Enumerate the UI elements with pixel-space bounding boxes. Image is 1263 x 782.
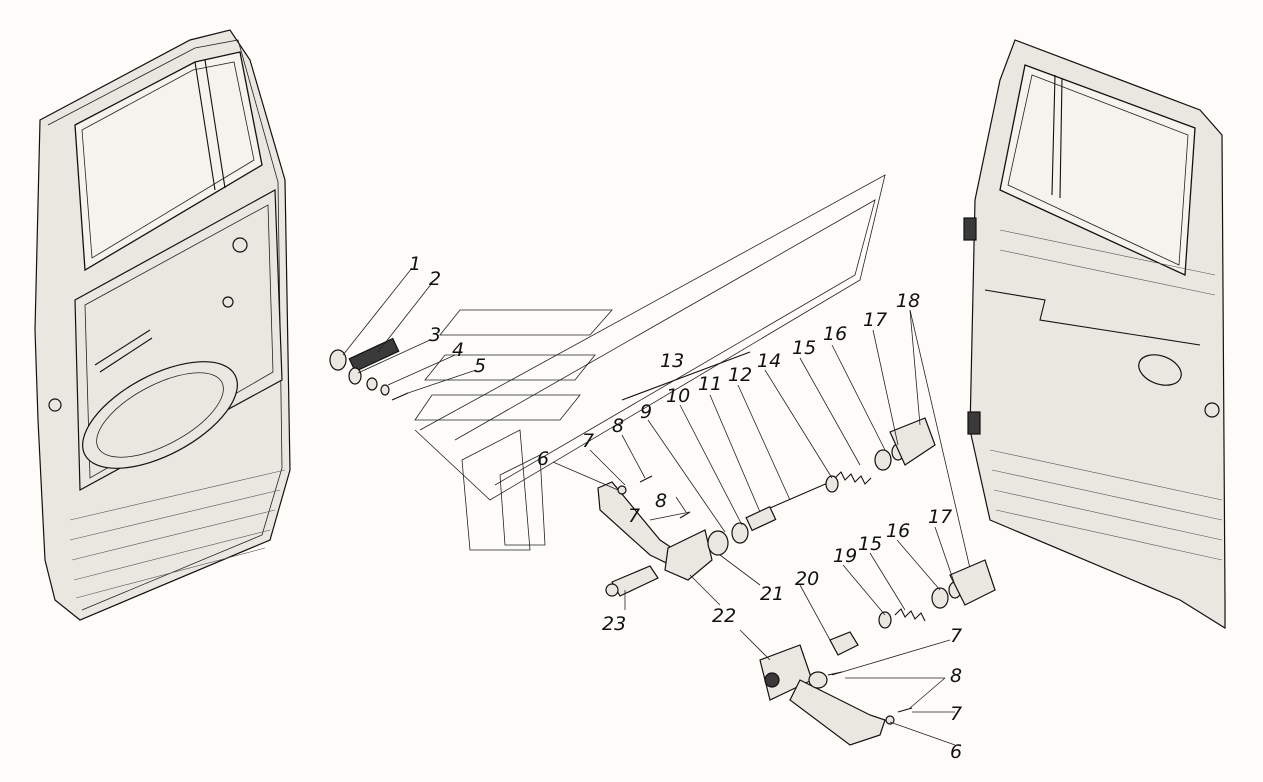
callout-13: 13: [660, 350, 684, 372]
part-22-housing: [664, 529, 713, 581]
callout-3: 3: [429, 324, 441, 346]
callout-15a: 15: [792, 337, 816, 359]
callout-5: 5: [474, 355, 486, 377]
callout-8b: 8: [655, 490, 667, 512]
outer-pull-handle: [789, 679, 886, 746]
callout-17b: 17: [928, 506, 952, 528]
callout-6b: 6: [950, 741, 962, 763]
callout-labels: 1 2 3 4 5 6 7 8 9 10 11 12 13 14 15 16 1…: [409, 253, 962, 763]
upper-hinge: [963, 217, 977, 241]
part-18-gasket-lower: [949, 559, 996, 606]
window-crank-parts: [329, 267, 477, 401]
part-14-washer: [825, 475, 839, 493]
part-20-cylinder: [829, 631, 859, 656]
part-12-rod: [769, 481, 831, 509]
callout-1: 1: [409, 253, 421, 275]
callout-12: 12: [728, 364, 752, 386]
left-door-window: [74, 51, 263, 272]
part-21-sleeve: [707, 530, 729, 556]
part-4-spring: [366, 377, 378, 391]
part-15-spring: [834, 471, 872, 485]
callout-2: 2: [429, 268, 441, 290]
part-11-lever: [745, 505, 777, 532]
part-16-bush: [874, 449, 892, 471]
callout-9: 9: [640, 401, 652, 423]
callout-16a: 16: [823, 323, 847, 345]
part-23-key: [611, 565, 659, 597]
callout-16b: 16: [886, 520, 910, 542]
part-3-washer: [348, 367, 362, 385]
callout-8c: 8: [950, 665, 962, 687]
callout-21: 21: [760, 583, 784, 605]
outer-door-handle: [1138, 354, 1182, 386]
outer-handle-assembly: [739, 526, 996, 746]
part-1-knob: [329, 349, 347, 371]
inner-handle-assembly: [552, 309, 976, 610]
part-19-washer: [878, 611, 892, 629]
callout-22: 22: [712, 605, 736, 627]
callout-10: 10: [666, 385, 690, 407]
part-4-ring: [380, 384, 390, 396]
window-crank-boss: [232, 237, 248, 253]
callout-6a: 6: [537, 448, 549, 470]
callout-14: 14: [757, 350, 781, 372]
right-door-window: [999, 64, 1196, 276]
part-2-handle: [348, 337, 400, 373]
callout-18: 18: [896, 290, 920, 312]
part-13-leader: [621, 351, 751, 401]
callout-23: 23: [602, 613, 626, 635]
callout-7a: 7: [582, 430, 594, 452]
part-8-screw: [639, 475, 653, 483]
callout-8a: 8: [612, 415, 624, 437]
left-door-inner-view: [34, 29, 291, 621]
right-door-outer-view: [963, 39, 1226, 630]
left-door-access-opening: [82, 361, 238, 469]
part-21-ring: [808, 671, 828, 689]
lower-hinge: [967, 411, 981, 435]
callout-7c: 7: [950, 625, 962, 647]
callout-19: 19: [833, 545, 857, 567]
part-18-gasket: [889, 417, 936, 466]
callout-4: 4: [452, 339, 464, 361]
part-16-bush-lower: [931, 587, 949, 609]
callout-17a: 17: [863, 309, 887, 331]
callout-7b: 7: [628, 505, 640, 527]
part-6-plate: [617, 485, 627, 495]
callout-20: 20: [795, 568, 819, 590]
part-15-spring-lower: [894, 608, 926, 622]
callout-11: 11: [698, 373, 722, 395]
callout-15b: 15: [858, 533, 882, 555]
callout-7d: 7: [950, 703, 962, 725]
